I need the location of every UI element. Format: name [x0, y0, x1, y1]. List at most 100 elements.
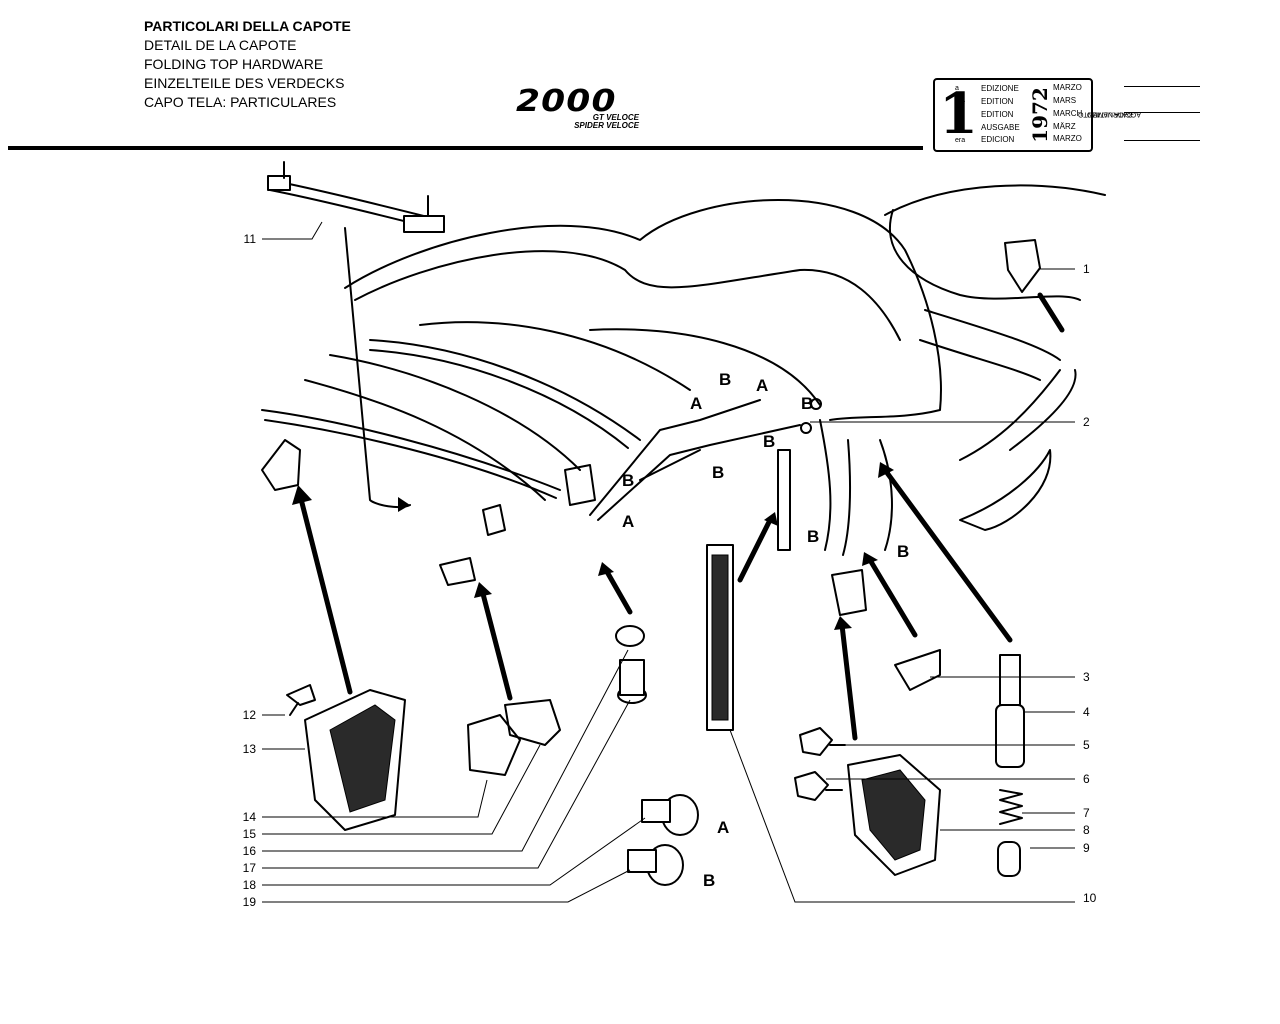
strap-rod: [777, 449, 791, 551]
edition-label: EDIZIONE: [981, 84, 1019, 93]
callout-5: 5: [1083, 738, 1090, 752]
part-letter-b: B: [763, 432, 775, 451]
part-letter-b: B: [807, 527, 819, 546]
hex-bolt: [286, 684, 316, 706]
part-letter-a: A: [756, 376, 768, 395]
pin-shank-a: [641, 799, 671, 823]
coil-spring: [999, 789, 1023, 825]
arrow-head: [474, 582, 492, 598]
mount-bracket: [504, 699, 561, 746]
part-letter-a: A: [690, 394, 702, 413]
deck-edge: [919, 339, 1041, 381]
callout-2: 2: [1083, 415, 1090, 429]
spring-strap: [269, 179, 441, 221]
linkage-arm: [597, 424, 801, 521]
pivot: [800, 422, 812, 434]
title-french: DETAIL DE LA CAPOTE: [144, 37, 297, 53]
model-logo-mark: 2000: [516, 84, 617, 119]
mount-bracket: [847, 754, 941, 876]
deck-edge: [924, 309, 1061, 361]
linkage-arm: [879, 439, 893, 551]
edition-label: AUSGABE: [981, 123, 1020, 132]
body-outline: [344, 199, 942, 421]
part-letter-b: B: [712, 463, 724, 482]
body-outline: [884, 184, 1106, 216]
strap-plate-shade: [711, 554, 729, 721]
leader-line: [262, 744, 541, 835]
update-line: [1124, 86, 1200, 87]
arrow-head: [292, 485, 312, 505]
top-bow: [369, 349, 629, 449]
mount-bracket: [261, 439, 301, 491]
mount-bracket: [564, 464, 596, 506]
assembly-arrow: [603, 567, 633, 615]
pivot: [810, 398, 822, 410]
assembly-arrow: [737, 517, 773, 583]
part-letter-b: B: [719, 370, 731, 389]
callout-16: 16: [243, 844, 257, 858]
callout-18: 18: [243, 878, 257, 892]
title-italian: PARTICOLARI DELLA CAPOTE: [144, 18, 351, 34]
callout-8: 8: [1083, 823, 1090, 837]
spring-block: [403, 215, 445, 233]
top-bow: [304, 379, 546, 501]
edition-month: MARZO: [1053, 83, 1082, 92]
arrow-head: [878, 462, 894, 478]
part-letter-b: B: [703, 871, 715, 890]
mount-bracket: [467, 714, 521, 776]
bracket-shade: [861, 769, 926, 861]
edition-box: 1 a ere st . era EDIZIONE EDITION EDITIO…: [933, 78, 1093, 152]
spring-block: [267, 175, 291, 191]
callout-10: 10: [1083, 891, 1097, 905]
mount-bracket: [831, 569, 867, 616]
edition-label: EDITION: [981, 97, 1014, 106]
latch-handle: [894, 649, 941, 691]
top-bow: [261, 409, 561, 491]
hex-bolt: [794, 771, 829, 801]
assembly-arrow: [839, 622, 858, 741]
arrow-head: [862, 552, 878, 566]
pin-collar: [997, 841, 1021, 877]
leader-line: [262, 817, 646, 886]
mount-bracket: [304, 689, 406, 831]
edition-suffix: ere: [955, 99, 966, 106]
title-spanish: CAPO TELA: PARTICULARES: [144, 94, 337, 110]
title-german: EINZELTEILE DES VERDECKS: [144, 75, 345, 91]
bolt-shank: [289, 702, 299, 716]
callout-14: 14: [243, 810, 257, 824]
update-line: [1124, 112, 1200, 113]
callout-9: 9: [1083, 841, 1090, 855]
linkage-arm: [589, 399, 761, 516]
callout-13: 13: [243, 742, 257, 756]
top-bow: [329, 354, 581, 471]
part-letter-b: B: [622, 471, 634, 490]
model-logo: 2000 GT VELOCE SPIDER VELOCE: [516, 84, 641, 132]
linkage-arm: [639, 449, 701, 481]
callout-4: 4: [1083, 705, 1090, 719]
leader-line: [729, 729, 1075, 903]
model-spider-veloce: SPIDER VELOCE: [574, 121, 639, 130]
top-bow: [419, 321, 691, 391]
callout-3: 3: [1083, 670, 1090, 684]
edition-suffix: st: [955, 112, 961, 119]
edition-suffix: era: [955, 137, 966, 144]
arrow-head: [598, 562, 614, 576]
assembly-arrow: [882, 467, 1013, 643]
top-bow: [264, 419, 557, 499]
edition-label: EDICION: [981, 135, 1015, 144]
assembly-arrow: [1037, 292, 1065, 333]
callout-17: 17: [243, 861, 257, 875]
callout-7: 7: [1083, 806, 1090, 820]
bushing-body: [619, 659, 645, 696]
callout-12: 12: [243, 708, 257, 722]
body-outline: [354, 250, 901, 341]
callout-19: 19: [243, 895, 257, 909]
mount-bracket: [482, 504, 506, 536]
edition-suffix: a: [955, 85, 959, 92]
callout-15: 15: [243, 827, 257, 841]
side-trim: [959, 369, 1061, 461]
linkage-arm: [842, 439, 852, 556]
side-trim: [959, 449, 1052, 531]
arrow-head: [764, 512, 778, 526]
